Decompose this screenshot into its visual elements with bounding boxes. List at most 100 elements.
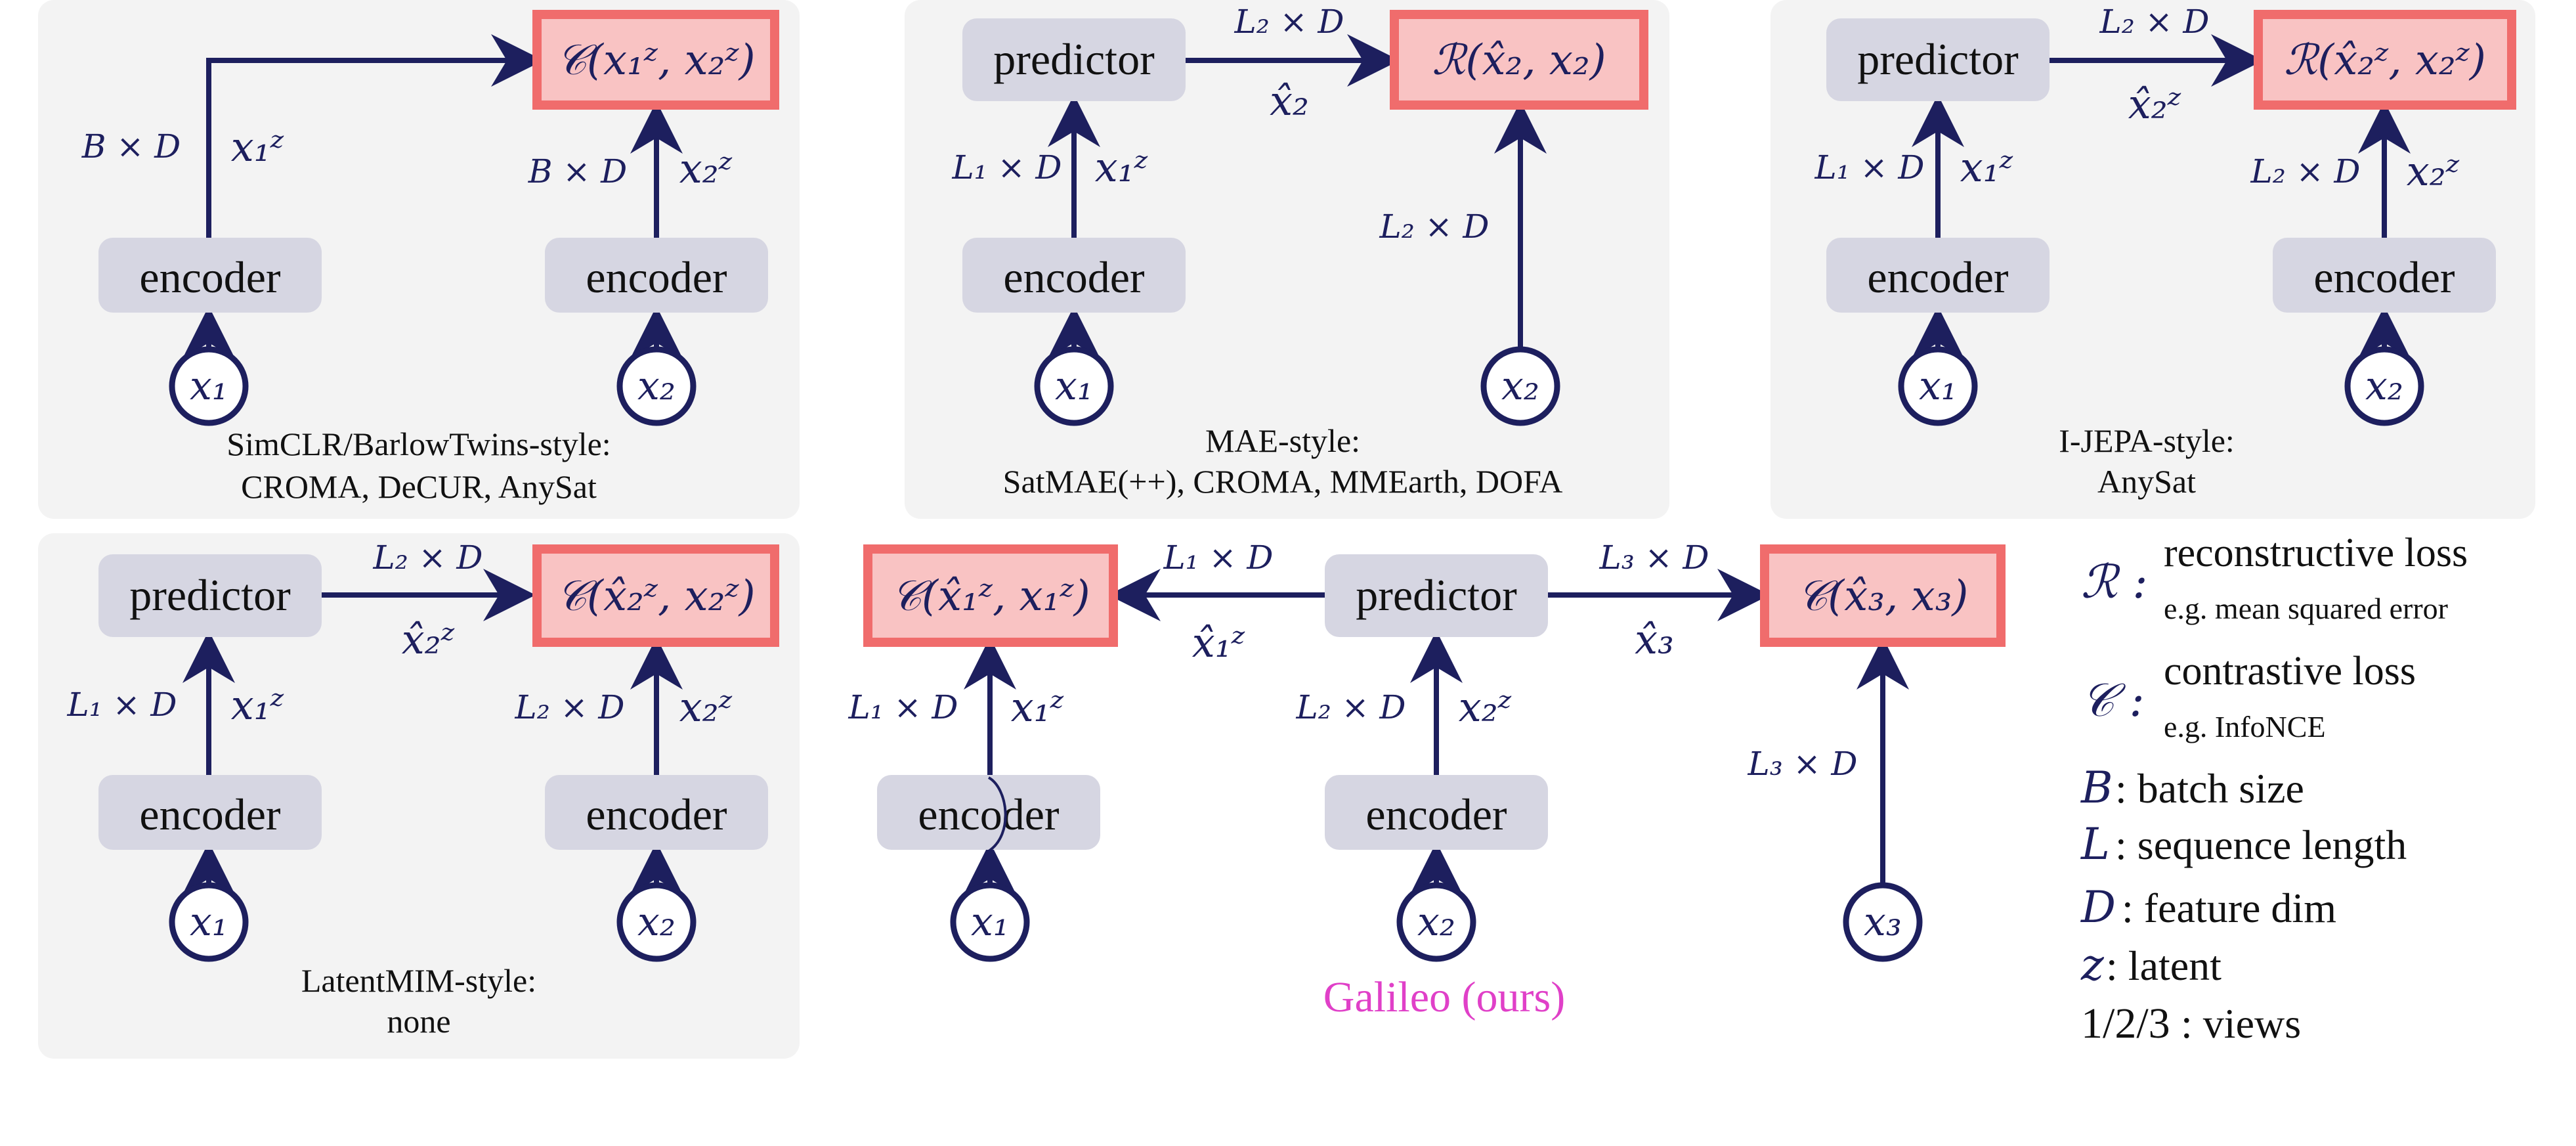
legend-r-title: reconstructive loss bbox=[2164, 531, 2468, 575]
legend-c-symbol: 𝒞 : bbox=[2081, 673, 2145, 727]
legend-l-symbol: L bbox=[2080, 819, 2110, 870]
encoder-block bbox=[962, 238, 1186, 313]
caption-line-2: SatMAE(++), CROMA, MMEarth, DOFA bbox=[1003, 463, 1563, 500]
caption-line-1: MAE-style: bbox=[1205, 422, 1360, 459]
encoder-block-2 bbox=[2273, 238, 2496, 313]
pred-output-label: x̂₂ᶻ bbox=[2128, 80, 2181, 128]
caption-line-2: CROMA, DeCUR, AnySat bbox=[241, 468, 597, 505]
galileo-caption: Galileo (ours) bbox=[1323, 973, 1565, 1021]
loss-label-ijepa: ℛ(x̂₂ᶻ, x₂ᶻ) bbox=[2284, 36, 2486, 85]
encoder-label-1: encoder bbox=[918, 789, 1060, 839]
dim-label-1: L₁ × D bbox=[848, 688, 958, 726]
input-node-2 bbox=[616, 882, 697, 962]
latent-label-1: x₁ᶻ bbox=[231, 681, 284, 729]
panel-latentmim: predictor encoder encoder 𝒞(x̂₂ᶻ, x₂ᶻ) L… bbox=[66, 539, 779, 1040]
predictor-label: predictor bbox=[1356, 570, 1517, 620]
dim-label-pred: L₂ × D bbox=[372, 539, 483, 577]
skip-connection-curve bbox=[987, 776, 1007, 852]
caption-line-2: AnySat bbox=[2097, 463, 2196, 500]
legend-l-text: : sequence length bbox=[2115, 822, 2407, 868]
panel-simclr: encoder encoder 𝒞(x₁ᶻ, x₂ᶻ) B × D x₁ᶻ B … bbox=[81, 10, 779, 505]
legend-d-symbol: D bbox=[2080, 882, 2116, 933]
latent-label-1: x₁ᶻ bbox=[1011, 683, 1064, 731]
legend-b-symbol: B bbox=[2080, 762, 2113, 813]
predictor-label: predictor bbox=[1857, 34, 2019, 84]
panel-ijepa: predictor encoder encoder ℛ(x̂₂ᶻ, x₂ᶻ) L… bbox=[1814, 3, 2516, 500]
input-node-2 bbox=[2344, 346, 2424, 426]
loss-box-mae bbox=[1390, 10, 1648, 110]
encoder-label-2: encoder bbox=[1365, 789, 1507, 839]
caption-line-1: I-JEPA-style: bbox=[2059, 422, 2235, 459]
encoder-label-1: encoder bbox=[139, 789, 281, 839]
dim-label-1: L₁ × D bbox=[1814, 148, 1924, 187]
encoder-block-2 bbox=[1325, 775, 1548, 850]
dim-label-2: B × D bbox=[528, 152, 628, 190]
predictor-label: predictor bbox=[993, 34, 1155, 84]
input-node-1 bbox=[1898, 346, 1978, 426]
latent-label-2: x₂ᶻ bbox=[679, 144, 733, 192]
legend-v-symbol: 1/2/3 bbox=[2081, 1000, 2170, 1047]
dim-label-2: L₂ × D bbox=[514, 688, 624, 726]
encoder-label-2: encoder bbox=[2313, 252, 2455, 302]
caption-line-1: SimCLR/BarlowTwins-style: bbox=[226, 426, 611, 462]
encoder-block-2 bbox=[545, 238, 768, 313]
input-label-2: x₂ bbox=[637, 899, 676, 945]
legend-c-title: contrastive loss bbox=[2164, 649, 2416, 694]
arrow-enc1-loss bbox=[206, 34, 544, 238]
input-node-1 bbox=[950, 882, 1030, 962]
pred-output-label: x̂₂ bbox=[1270, 77, 1309, 125]
input-label-1: x₁ bbox=[1055, 363, 1093, 409]
dim-label-pred: L₂ × D bbox=[2099, 3, 2209, 41]
loss-label-galileo-1: 𝒞(x̂₁ᶻ, x₁ᶻ) bbox=[891, 572, 1090, 621]
legend-b-text: : batch size bbox=[2115, 765, 2304, 812]
dim-label-2: L₂ × D bbox=[2250, 152, 2360, 190]
input-label-3: x₃ bbox=[1864, 899, 1902, 945]
latent-label-2: x₂ᶻ bbox=[2407, 147, 2460, 195]
encoder-label-2: encoder bbox=[586, 252, 727, 302]
predictor-block bbox=[98, 554, 322, 637]
input-label-1: x₁ bbox=[190, 363, 228, 409]
dim-label-3: L₃ × D bbox=[1747, 745, 1857, 783]
dim-label-2: L₂ × D bbox=[1379, 208, 1489, 246]
input-label-2: x₂ bbox=[637, 363, 676, 409]
loss-label-galileo-3: 𝒞(x̂₃, x₃) bbox=[1797, 572, 1969, 621]
latent-label-2: x₂ᶻ bbox=[679, 683, 733, 731]
encoder-label: encoder bbox=[1003, 252, 1145, 302]
encoder-label-1: encoder bbox=[1867, 252, 2009, 302]
caption-line-2: none bbox=[387, 1003, 450, 1040]
dim-label-left: L₁ × D bbox=[1163, 539, 1273, 577]
input-node-3 bbox=[1843, 882, 1923, 962]
legend-z-text: : latent bbox=[2106, 942, 2222, 989]
encoder-block-2 bbox=[545, 775, 768, 850]
encoder-block-1 bbox=[877, 775, 1100, 850]
pred-output-label: x̂₂ᶻ bbox=[402, 615, 455, 663]
encoder-label-2: encoder bbox=[586, 789, 727, 839]
panel-galileo: predictor encoder encoder 𝒞(x̂₁ᶻ, x₁ᶻ) 𝒞… bbox=[848, 539, 2006, 1021]
input-label-1: x₁ bbox=[1919, 363, 1957, 409]
encoder-label-1: encoder bbox=[139, 252, 281, 302]
input-label-2: x₂ bbox=[1417, 899, 1455, 945]
legend-z-symbol: z bbox=[2080, 940, 2105, 990]
input-label-1: x₁ bbox=[190, 899, 228, 945]
encoder-block-1 bbox=[1826, 238, 2050, 313]
input-node-1 bbox=[1034, 346, 1114, 426]
loss-label-simclr: 𝒞(x₁ᶻ, x₂ᶻ) bbox=[556, 36, 755, 85]
caption-line-1: LatentMIM-style: bbox=[301, 962, 536, 999]
pred-output-left: x̂₁ᶻ bbox=[1192, 619, 1245, 667]
input-label-1: x₁ bbox=[971, 899, 1009, 945]
dim-label-1: B × D bbox=[81, 127, 181, 165]
loss-box-ijepa bbox=[2254, 10, 2516, 110]
dim-label-right: L₃ × D bbox=[1599, 539, 1709, 577]
input-node-2 bbox=[1480, 346, 1560, 426]
input-node-2 bbox=[1396, 882, 1476, 962]
predictor-block bbox=[1325, 554, 1548, 637]
latent-label-2: x₂ᶻ bbox=[1459, 683, 1512, 731]
input-node-1 bbox=[169, 882, 249, 962]
legend-c-example: e.g. InfoNCE bbox=[2164, 710, 2326, 743]
legend-r-example: e.g. mean squared error bbox=[2164, 592, 2448, 625]
predictor-block bbox=[1826, 18, 2050, 101]
loss-box-simclr bbox=[532, 10, 779, 110]
legend-v-text: : views bbox=[2181, 1000, 2301, 1047]
input-node-1 bbox=[169, 346, 249, 426]
